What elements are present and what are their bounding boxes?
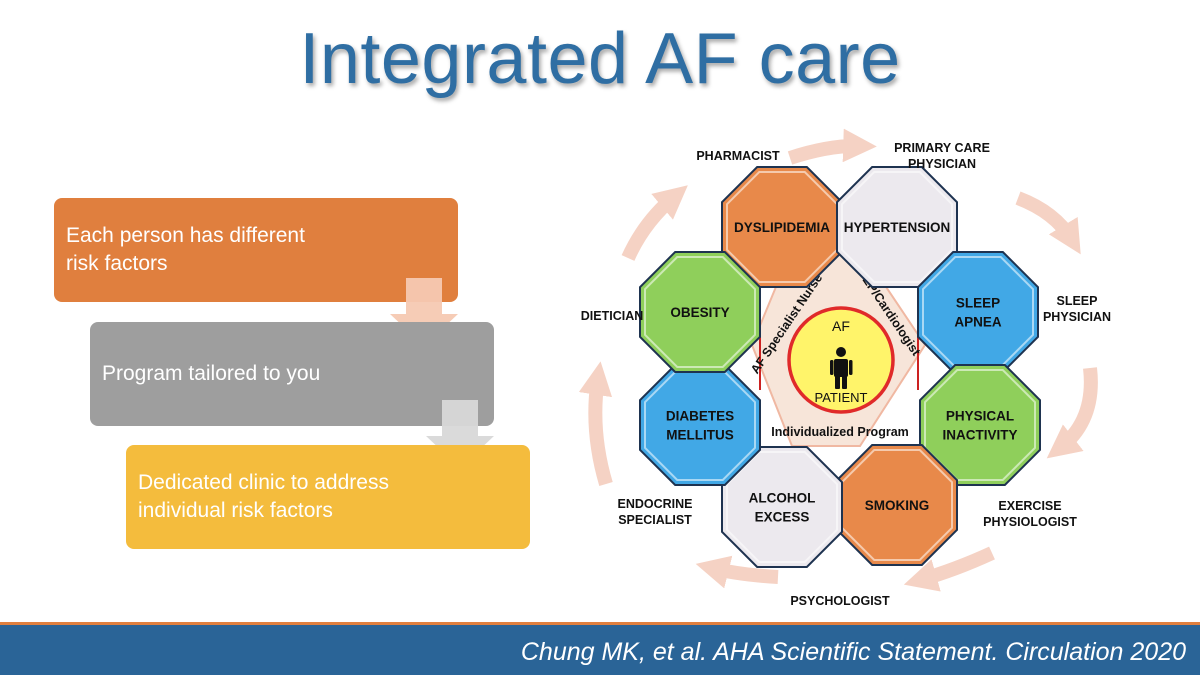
specialist-label-psychologist: PSYCHOLOGIST bbox=[790, 594, 890, 608]
risk-factor-obesity: OBESITY bbox=[639, 251, 761, 373]
risk-factor-label: DYSLIPIDEMIA bbox=[734, 220, 830, 235]
risk-factor-label: ALCOHOL bbox=[749, 491, 816, 506]
specialist-label-sleep-physician: PHYSICIAN bbox=[1043, 310, 1111, 324]
risk-factor-label: PHYSICAL bbox=[946, 409, 1014, 424]
risk-factor-label: APNEA bbox=[954, 315, 1002, 330]
risk-factor-hypertension: HYPERTENSION bbox=[836, 166, 958, 288]
risk-factor-label: MELLITUS bbox=[666, 428, 734, 443]
specialist-label-dietician: DIETICIAN bbox=[581, 309, 644, 323]
person-icon bbox=[830, 347, 853, 389]
risk-factor-label: EXCESS bbox=[755, 510, 810, 525]
risk-factor-sleep-apnea: SLEEP APNEA bbox=[917, 251, 1039, 373]
arrow-endocrine-dietician bbox=[578, 361, 613, 486]
risk-factor-alcohol-excess: ALCOHOL EXCESS bbox=[721, 446, 843, 568]
step-2-line-1: Program tailored to you bbox=[102, 362, 321, 385]
risk-factor-label: OBESITY bbox=[670, 305, 729, 320]
specialist-label-primary-care-physician: PRIMARY CARE bbox=[894, 141, 990, 155]
footer-bar bbox=[0, 625, 1200, 675]
arrow-sleep-exercise bbox=[1046, 367, 1098, 459]
arrow-psychologist-endocrine bbox=[695, 555, 779, 589]
step-1-line-2: risk factors bbox=[66, 252, 168, 275]
slide-title: Integrated AF care bbox=[299, 19, 901, 99]
inner-label-program: Individualized Program bbox=[771, 425, 909, 439]
arrow-pharmacist-primary bbox=[787, 128, 877, 165]
risk-factor-label: HYPERTENSION bbox=[844, 220, 951, 235]
arrow-exercise-psychologist bbox=[903, 546, 995, 592]
specialist-label-endocrine-specialist: SPECIALIST bbox=[618, 513, 692, 527]
specialist-label-sleep-physician: SLEEP bbox=[1057, 294, 1098, 308]
risk-factor-label: DIABETES bbox=[666, 409, 734, 424]
arrow-primary-sleep bbox=[1015, 191, 1081, 255]
risk-factor-label: SLEEP bbox=[956, 296, 1000, 311]
risk-factor-dyslipidemia: DYSLIPIDEMIA bbox=[721, 166, 843, 288]
specialist-label-exercise-physiologist: PHYSIOLOGIST bbox=[983, 515, 1077, 529]
risk-factor-smoking: SMOKING bbox=[836, 444, 958, 566]
citation: Chung MK, et al. AHA Scientific Statemen… bbox=[520, 638, 1186, 666]
step-1-line-1: Each person has different bbox=[66, 224, 305, 247]
specialist-label-pharmacist: PHARMACIST bbox=[696, 149, 780, 163]
risk-factor-physical-inactivity: PHYSICAL INACTIVITY bbox=[919, 364, 1041, 486]
center-af-label: AF bbox=[832, 318, 850, 334]
specialist-label-endocrine-specialist: ENDOCRINE bbox=[617, 497, 692, 511]
center-patient-label: PATIENT bbox=[815, 390, 868, 405]
integrated-care-diagram: AF Specialist Nurse EP/Cardiologist Indi… bbox=[578, 128, 1111, 608]
arrow-dietician-pharmacist bbox=[621, 185, 688, 261]
risk-factor-label: INACTIVITY bbox=[942, 428, 1017, 443]
specialist-label-primary-care-physician: PHYSICIAN bbox=[908, 157, 976, 171]
step-box-risk-factors: Each person has different risk factors bbox=[54, 198, 458, 302]
step-3-line-2: individual risk factors bbox=[138, 499, 333, 522]
step-box-clinic: Dedicated clinic to address individual r… bbox=[126, 445, 530, 549]
cycle-arrows bbox=[578, 128, 1098, 592]
step-3-line-1: Dedicated clinic to address bbox=[138, 471, 389, 494]
step-box-program: Program tailored to you bbox=[90, 322, 494, 426]
risk-factor-diabetes-mellitus: DIABETES MELLITUS bbox=[639, 364, 761, 486]
risk-factor-label: SMOKING bbox=[865, 498, 930, 513]
specialist-label-exercise-physiologist: EXERCISE bbox=[998, 499, 1061, 513]
footer-accent-line bbox=[0, 622, 1200, 625]
